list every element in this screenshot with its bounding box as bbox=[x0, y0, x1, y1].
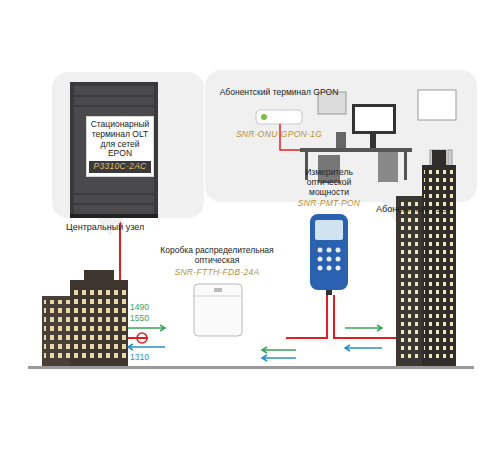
fiber-coil bbox=[137, 333, 147, 343]
device-title: Измеритель оптической мощности bbox=[288, 168, 370, 197]
fiber-line bbox=[286, 295, 327, 338]
device-node: Коробка распределительная оптическаяSNR-… bbox=[148, 246, 286, 350]
wavelength-label: 1550 bbox=[130, 313, 149, 323]
ground-line bbox=[28, 366, 474, 369]
device-node: Измеритель оптической мощностиSNR-PMT-PO… bbox=[288, 168, 370, 295]
central-bubble bbox=[52, 72, 204, 236]
distribution-box bbox=[194, 284, 242, 336]
model-name: SNR-ONU-GPON-1G bbox=[216, 130, 342, 140]
central-building bbox=[42, 270, 128, 366]
model-name: SNR-FTTH-FDB-24A bbox=[148, 268, 286, 278]
wavelength-label: 1310 bbox=[130, 352, 149, 362]
direction-arrows bbox=[128, 325, 382, 361]
model-name: SNR-PMT-PON bbox=[288, 199, 370, 209]
device-title: Абонентский терминал GPON bbox=[216, 88, 342, 98]
site-label: Центральный узел bbox=[66, 222, 144, 232]
model-name: P3310C-2AC bbox=[89, 161, 151, 173]
device-title: Коробка распределительная оптическая bbox=[148, 246, 286, 266]
device-label: Стационарный терминал OLT для сетей EPON… bbox=[86, 116, 154, 177]
device-node: Абонентский терминал GPON SNR-ONU-GPON-1G bbox=[216, 88, 342, 140]
site-label: Абонентский узел bbox=[376, 204, 451, 214]
subscriber-building bbox=[396, 150, 456, 366]
power-meter bbox=[310, 214, 348, 295]
wavelength-label: 1490 bbox=[130, 302, 149, 312]
device-title: Стационарный терминал OLT для сетей EPON bbox=[89, 120, 151, 159]
